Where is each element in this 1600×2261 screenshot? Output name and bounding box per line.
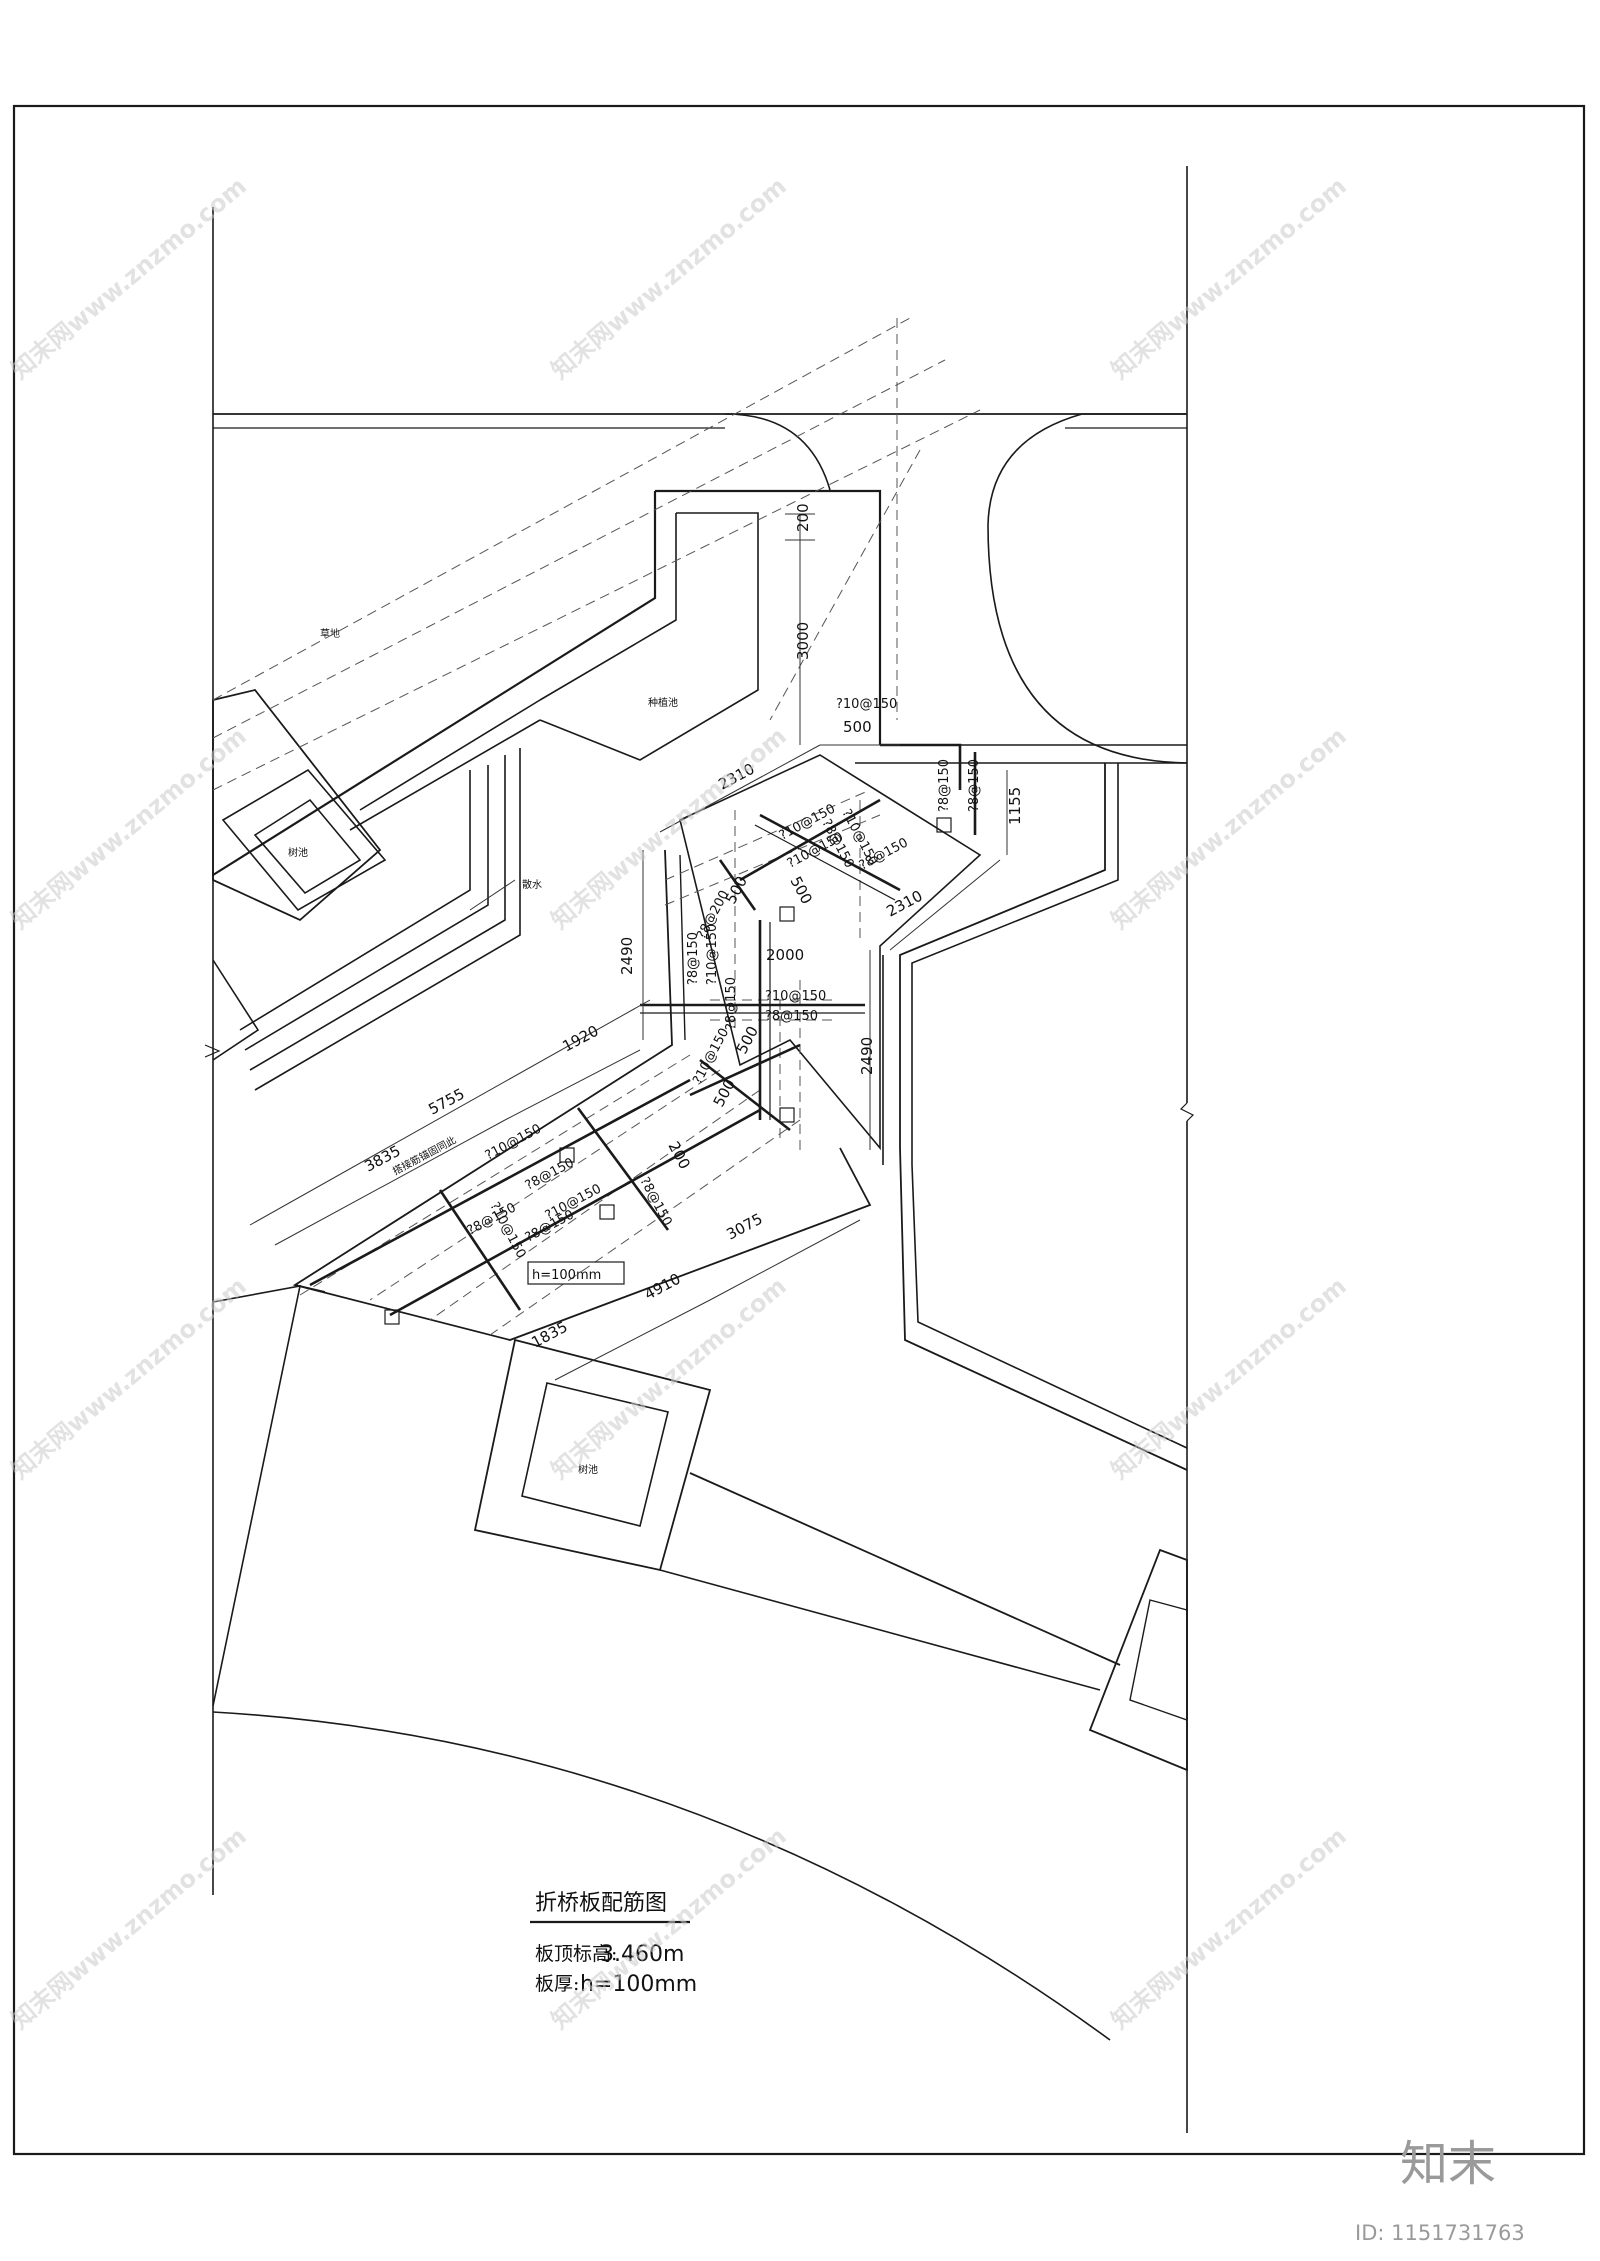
dim-3000: 3000 [794,622,812,660]
dim-500-d: 500 [710,1076,739,1110]
slab-thickness-label: h=100mm [532,1268,601,1283]
watermark-text: 知末网www.znzmo.com [1106,1822,1352,2035]
dim-2490-left: 2490 [618,937,636,975]
watermark-text: 知末网www.znzmo.com [6,172,252,385]
watermark-text: 知末网www.znzmo.com [1106,172,1352,385]
rebar-label: ?10@150 [483,1122,544,1164]
watermark-text: 知末网www.znzmo.com [546,172,792,385]
dim-1835: 1835 [528,1318,570,1352]
rebar-label: ?8@150 [686,932,701,985]
watermark-text: 知末网www.znzmo.com [1106,1272,1352,1485]
bridge-slab: h=100mm 搭接筋锚固同此 [292,743,982,1341]
rebar-label: ?8@150 [765,1009,818,1024]
rebar-label: ?8@150 [523,1155,577,1193]
rebar-label: ?8@150 [967,759,982,812]
watermark-text: 知末网www.znzmo.com [6,722,252,935]
rebar-label: ?8@150 [724,977,739,1030]
tree-pool-upper-left: 树池 [212,688,387,1061]
tree-pool-bottom-label: 树池 [578,1463,598,1476]
watermark-text: 知末网www.znzmo.com [6,1822,252,2035]
dimension-text: 200 3000 500 1155 2310 2310 2490 2490 20… [361,503,1024,1351]
dim-2000: 2000 [766,946,804,964]
site-boundaries [204,166,1195,2133]
lawn-label: 草地 [320,627,340,640]
tree-pool-left-label: 树池 [288,846,308,859]
elevation-value: 3.460m [600,1942,684,1967]
watermark-text: 知末网www.znzmo.com [546,722,792,935]
watermark-text: 知末网www.znzmo.com [1106,722,1352,935]
planter-label: 种植池 [648,696,678,709]
watermark-id: ID: 1151731763 [1355,2221,1525,2245]
rebar-label: ?10@150 [765,989,826,1004]
watermark-logo: 知末 [1400,2136,1496,2192]
thickness-value: h=100mm [580,1972,697,1997]
watermark-text: 知末网www.znzmo.com [546,1822,792,2035]
watermark-text: 知末网www.znzmo.com [6,1272,252,1485]
dim-2490-right: 2490 [858,1037,876,1075]
dim-500: 500 [843,718,872,736]
dimension-lines [249,513,1008,1381]
elevation-label: 板顶标高: [535,1943,617,1965]
watermark-text: 知末网www.znzmo.com [546,1272,792,1485]
upper-planter: 草地 种植池 散水 [212,489,1187,1091]
rebar-label: ?10@150 [836,697,897,712]
dashed-guides [212,317,981,791]
right-walkway [882,763,1188,1471]
thickness-label: 板厚: [535,1973,579,1995]
dim-2310-right: 2310 [883,887,925,921]
dim-500-a: 500 [786,873,815,907]
rebar-label: ?8@150 [937,759,952,812]
title-block: 折桥板配筋图 板顶标高: 3.460m 板厚: h=100mm [530,1891,697,1997]
dim-1920: 1920 [559,1022,601,1056]
drain-label: 散水 [522,878,542,891]
dim-5755: 5755 [425,1085,467,1119]
rebar-label: ?10@150 [705,924,720,985]
dim-200-top: 200 [794,503,812,532]
tree-pool-bottom: 树池 [212,1284,1188,1772]
dim-3075: 3075 [723,1210,765,1244]
slab-thickness-box [527,1261,625,1285]
dim-4910: 4910 [641,1270,683,1304]
drawing-title: 折桥板配筋图 [535,1891,667,1916]
dim-1155: 1155 [1006,787,1024,825]
drawing-frame [12,104,1586,2156]
dim-200-mid: 200 [664,1138,693,1172]
